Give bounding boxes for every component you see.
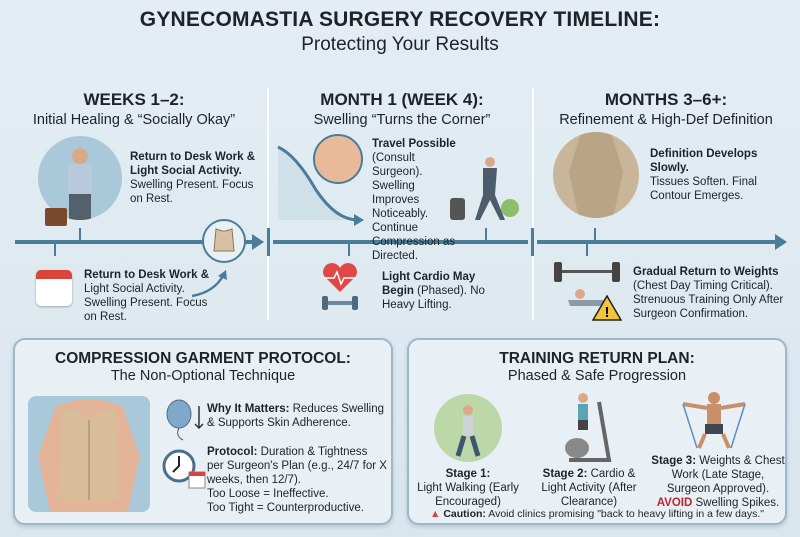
timeline-segment (273, 240, 528, 244)
timeline-tick (54, 242, 56, 256)
caution-note: ▲ Caution: Avoid clinics promising "back… (430, 508, 764, 520)
timeline-segment (15, 240, 255, 244)
arrow-head-icon (775, 234, 787, 250)
timeline-tick (594, 228, 596, 242)
why-it-matters: Why It Matters: Reduces Swelling & Suppo… (207, 403, 385, 429)
traveler-icon (450, 157, 519, 220)
timeline-tick (348, 242, 350, 256)
balloon-down-icon (166, 399, 204, 441)
timeline-tick (79, 228, 81, 242)
phase-heading-weeks-1-2: WEEKS 1–2: Initial Healing & “Socially O… (32, 90, 236, 128)
phase-2-top-note: Travel Possible(Consult Surgeon). Swelli… (372, 138, 456, 262)
page-title: GYNECOMASTIA SURGERY RECOVERY TIMELINE: (139, 8, 661, 31)
compression-panel: COMPRESSION GARMENT PROTOCOL: The Non-Op… (13, 338, 393, 525)
warning-icon: ▲ (430, 508, 441, 520)
toned-torso-icon (553, 132, 639, 218)
compression-vest-icon (202, 219, 246, 263)
arrow-head-icon (252, 234, 264, 250)
protocol-note: Protocol: Duration & Tightness per Surge… (207, 446, 387, 514)
chest-icon (313, 134, 363, 184)
column-divider (532, 88, 534, 320)
clock-calendar-icon (162, 449, 206, 489)
phase-marker (267, 228, 270, 256)
phase-3-top-note: Definition Develops Slowly.Tissues Softe… (650, 148, 758, 202)
page-subtitle: Protecting Your Results (301, 34, 499, 55)
compression-garment-image (28, 396, 150, 512)
curved-arrow-icon (191, 270, 227, 298)
walking-icon (434, 394, 502, 462)
dumbbell-icon (322, 296, 358, 310)
bench-press-icon (554, 262, 620, 306)
phase-1-bottom-note: Return to Desk Work &Light Social Activi… (84, 269, 210, 323)
phase-heading-month-1: MONTH 1 (WEEK 4): Swelling “Turns the Co… (313, 90, 491, 128)
timeline-tick (586, 242, 588, 256)
resistance-band-icon (682, 392, 746, 449)
heart-rate-icon (322, 263, 358, 310)
stage-3: Stage 3: Weights & Chest Work (Late Stag… (651, 455, 785, 509)
timeline-tick (485, 228, 487, 242)
phase-marker (531, 228, 534, 256)
businessman-icon (38, 136, 122, 220)
phase-2-bottom-note: Light Cardio May Begin (Phased). No Heav… (382, 271, 485, 311)
stage-2: Stage 2: Cardio & Light Activity (After … (541, 468, 637, 508)
timeline-segment (537, 240, 777, 244)
warning-icon: ! (592, 295, 622, 321)
stage-1: Stage 1:Light Walking (Early Encouraged) (417, 468, 519, 508)
phase-3-bottom-note: Gradual Return to Weights(Chest Day Timi… (633, 266, 784, 320)
svg-text:!: ! (605, 304, 610, 321)
training-panel: TRAINING RETURN PLAN: Phased & Safe Prog… (407, 338, 787, 525)
calendar-icon (36, 270, 72, 306)
swelling-decline-curve-icon (277, 145, 364, 226)
briefcase-icon (45, 208, 67, 226)
phase-heading-months-3-6: MONTHS 3–6+: Refinement & High-Def Defin… (559, 90, 773, 128)
elliptical-trainer-icon (565, 393, 612, 462)
phase-1-top-note: Return to Desk Work & Light Social Activ… (130, 151, 256, 205)
column-divider (267, 88, 269, 320)
